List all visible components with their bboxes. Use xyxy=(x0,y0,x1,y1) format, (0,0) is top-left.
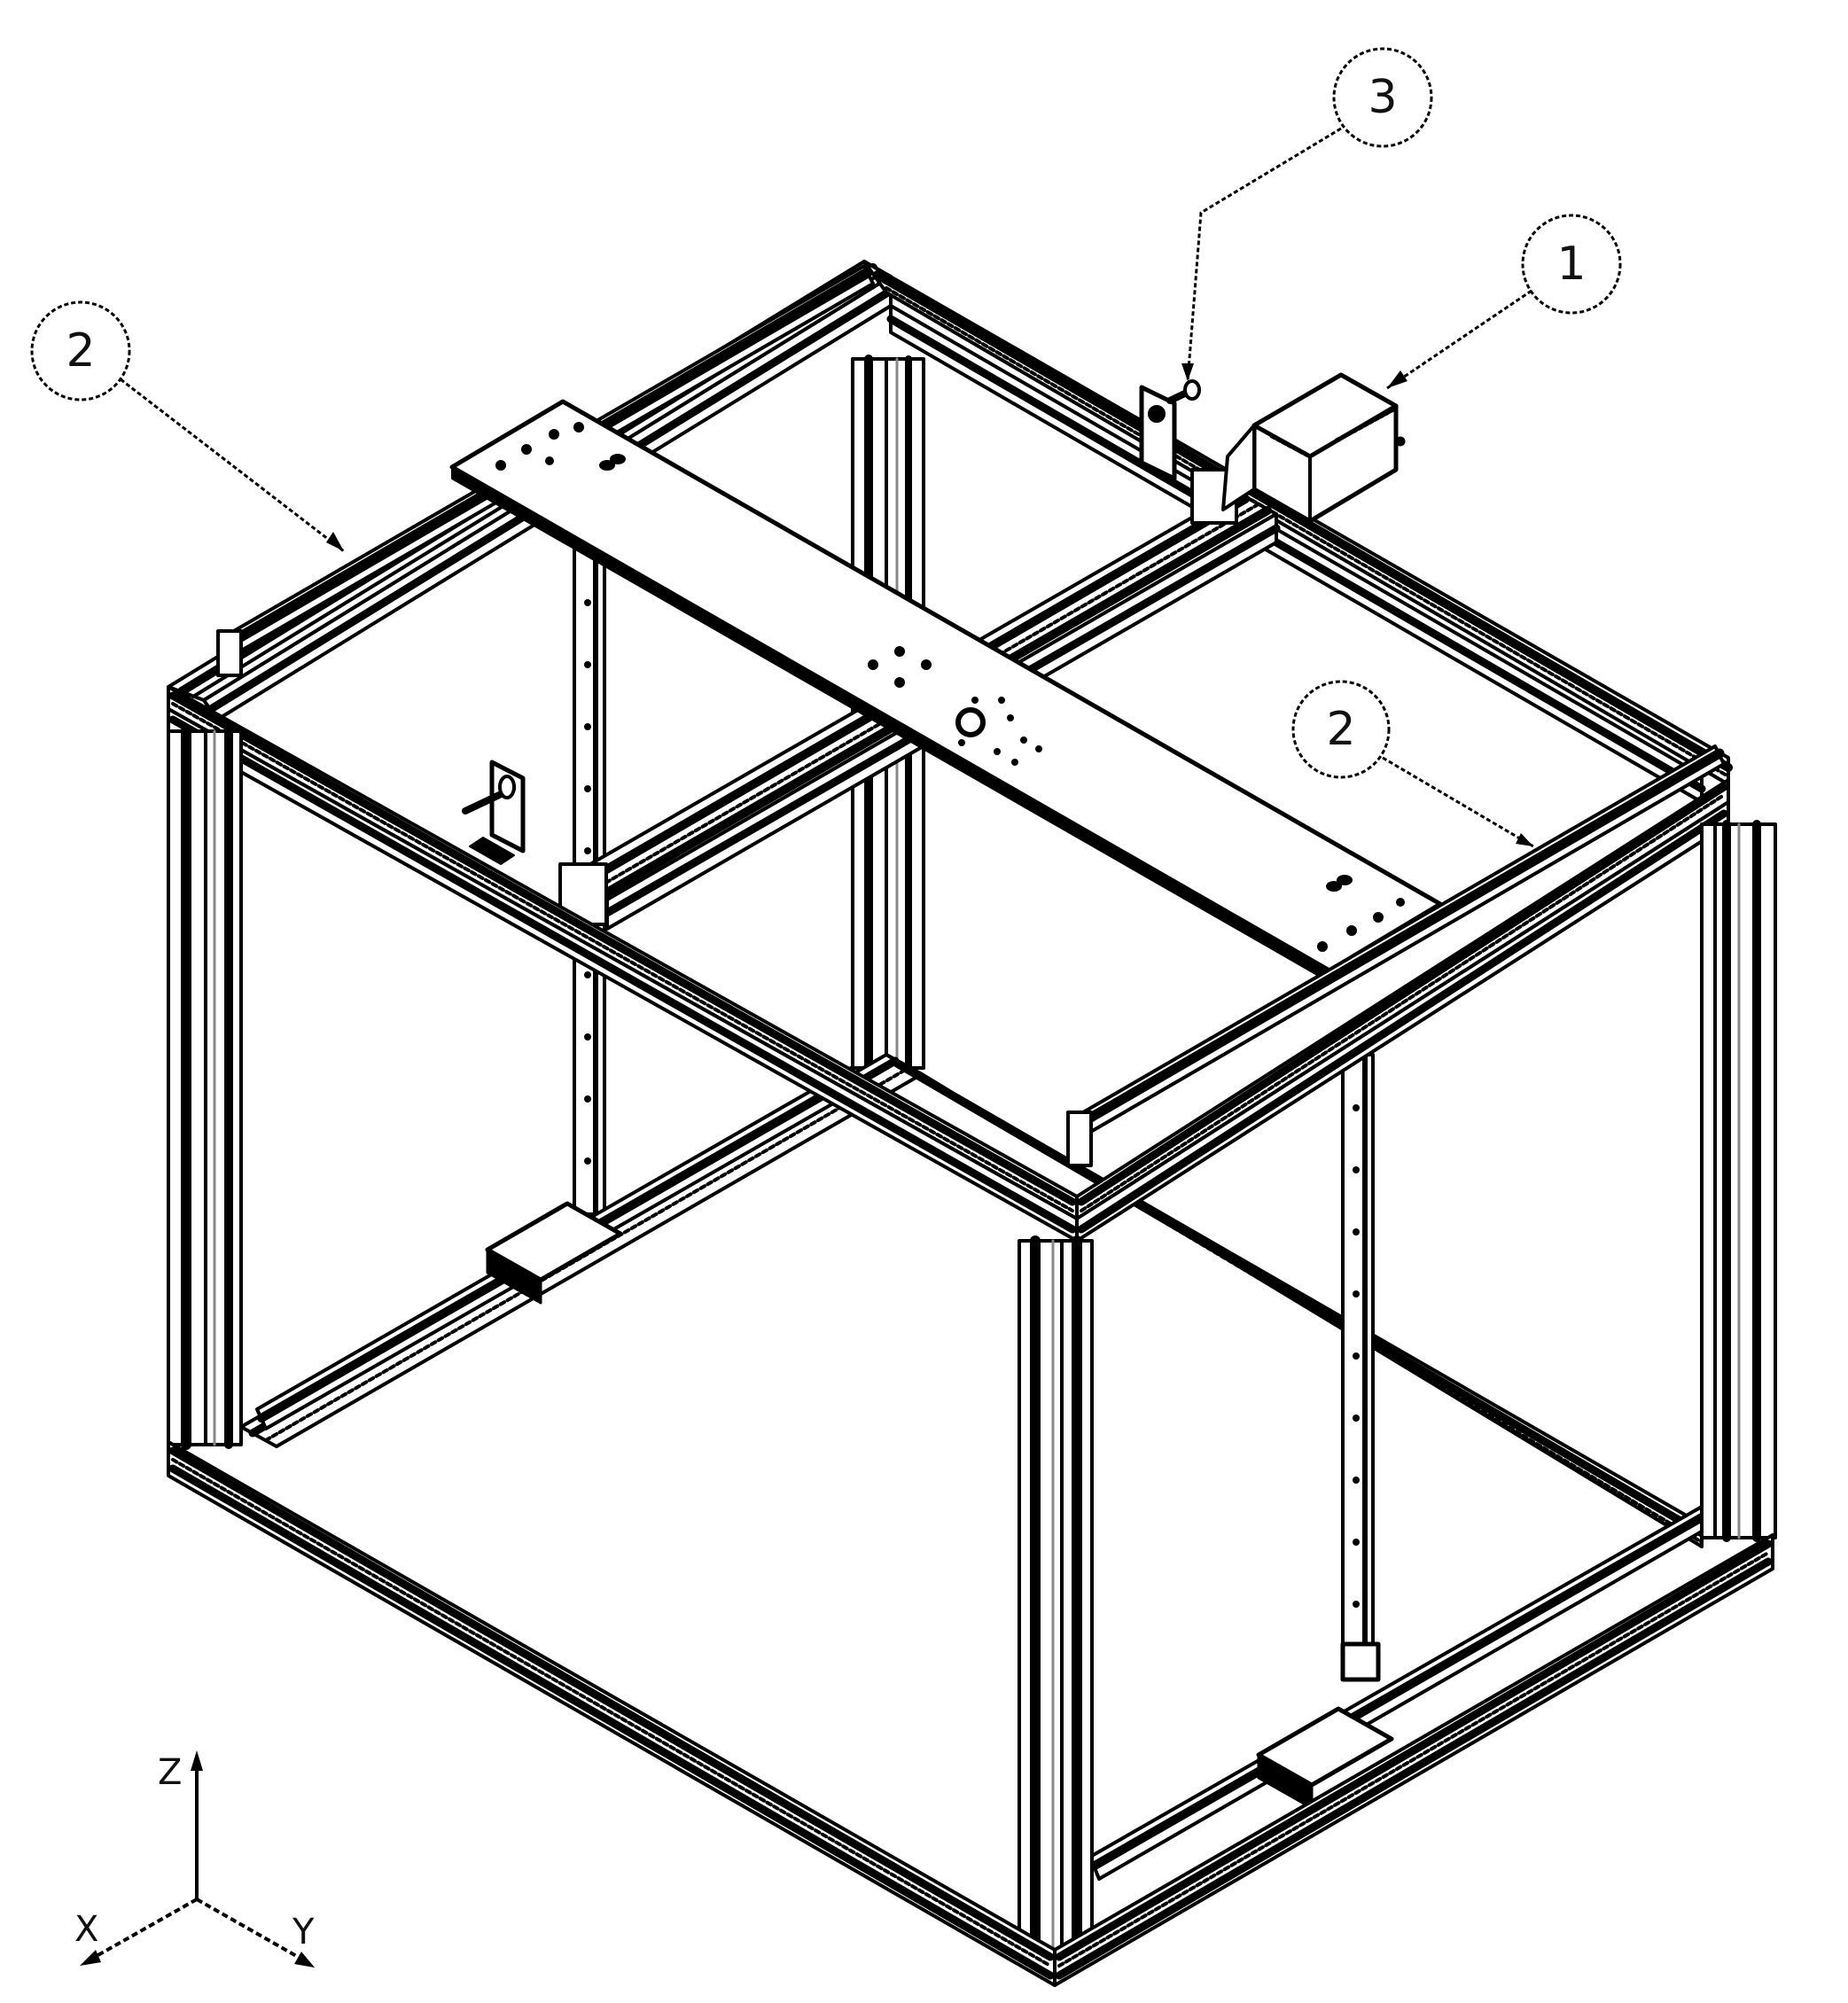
balloon-2-left xyxy=(30,300,345,553)
plate-holes xyxy=(495,422,1405,954)
top-frame-front xyxy=(167,685,1730,1243)
callout-balloons xyxy=(30,47,1622,848)
balloon-2-right-label: 2 xyxy=(1326,703,1355,756)
bottom-frame-front xyxy=(167,1440,1774,1987)
left-bracket xyxy=(462,760,526,865)
axis-x-label: X xyxy=(74,1909,98,1950)
motor-assembly xyxy=(1221,372,1406,524)
axis-z-label: Z xyxy=(158,1752,182,1793)
balloon-3-label: 3 xyxy=(1368,71,1397,124)
balloon-2-left-label: 2 xyxy=(66,324,95,378)
balloon-2-right xyxy=(1291,680,1534,848)
axis-y-label: Y xyxy=(292,1912,315,1952)
left-post xyxy=(167,726,243,1450)
right-vertical-strap xyxy=(1341,1052,1375,1669)
front-post xyxy=(1018,1235,1094,1955)
plate-center-hub xyxy=(955,707,986,737)
leader-arrowheads xyxy=(326,363,1533,846)
balloon-3 xyxy=(1186,47,1433,382)
axis-triad xyxy=(80,1750,315,1968)
right-post xyxy=(1700,820,1777,1542)
sensor-bracket xyxy=(1139,379,1201,481)
balloon-1 xyxy=(1386,214,1622,390)
bottom-right-rail xyxy=(1088,1505,1708,1881)
balloon-1-label: 1 xyxy=(1556,238,1586,291)
bottom-left-rail xyxy=(255,1066,866,1430)
